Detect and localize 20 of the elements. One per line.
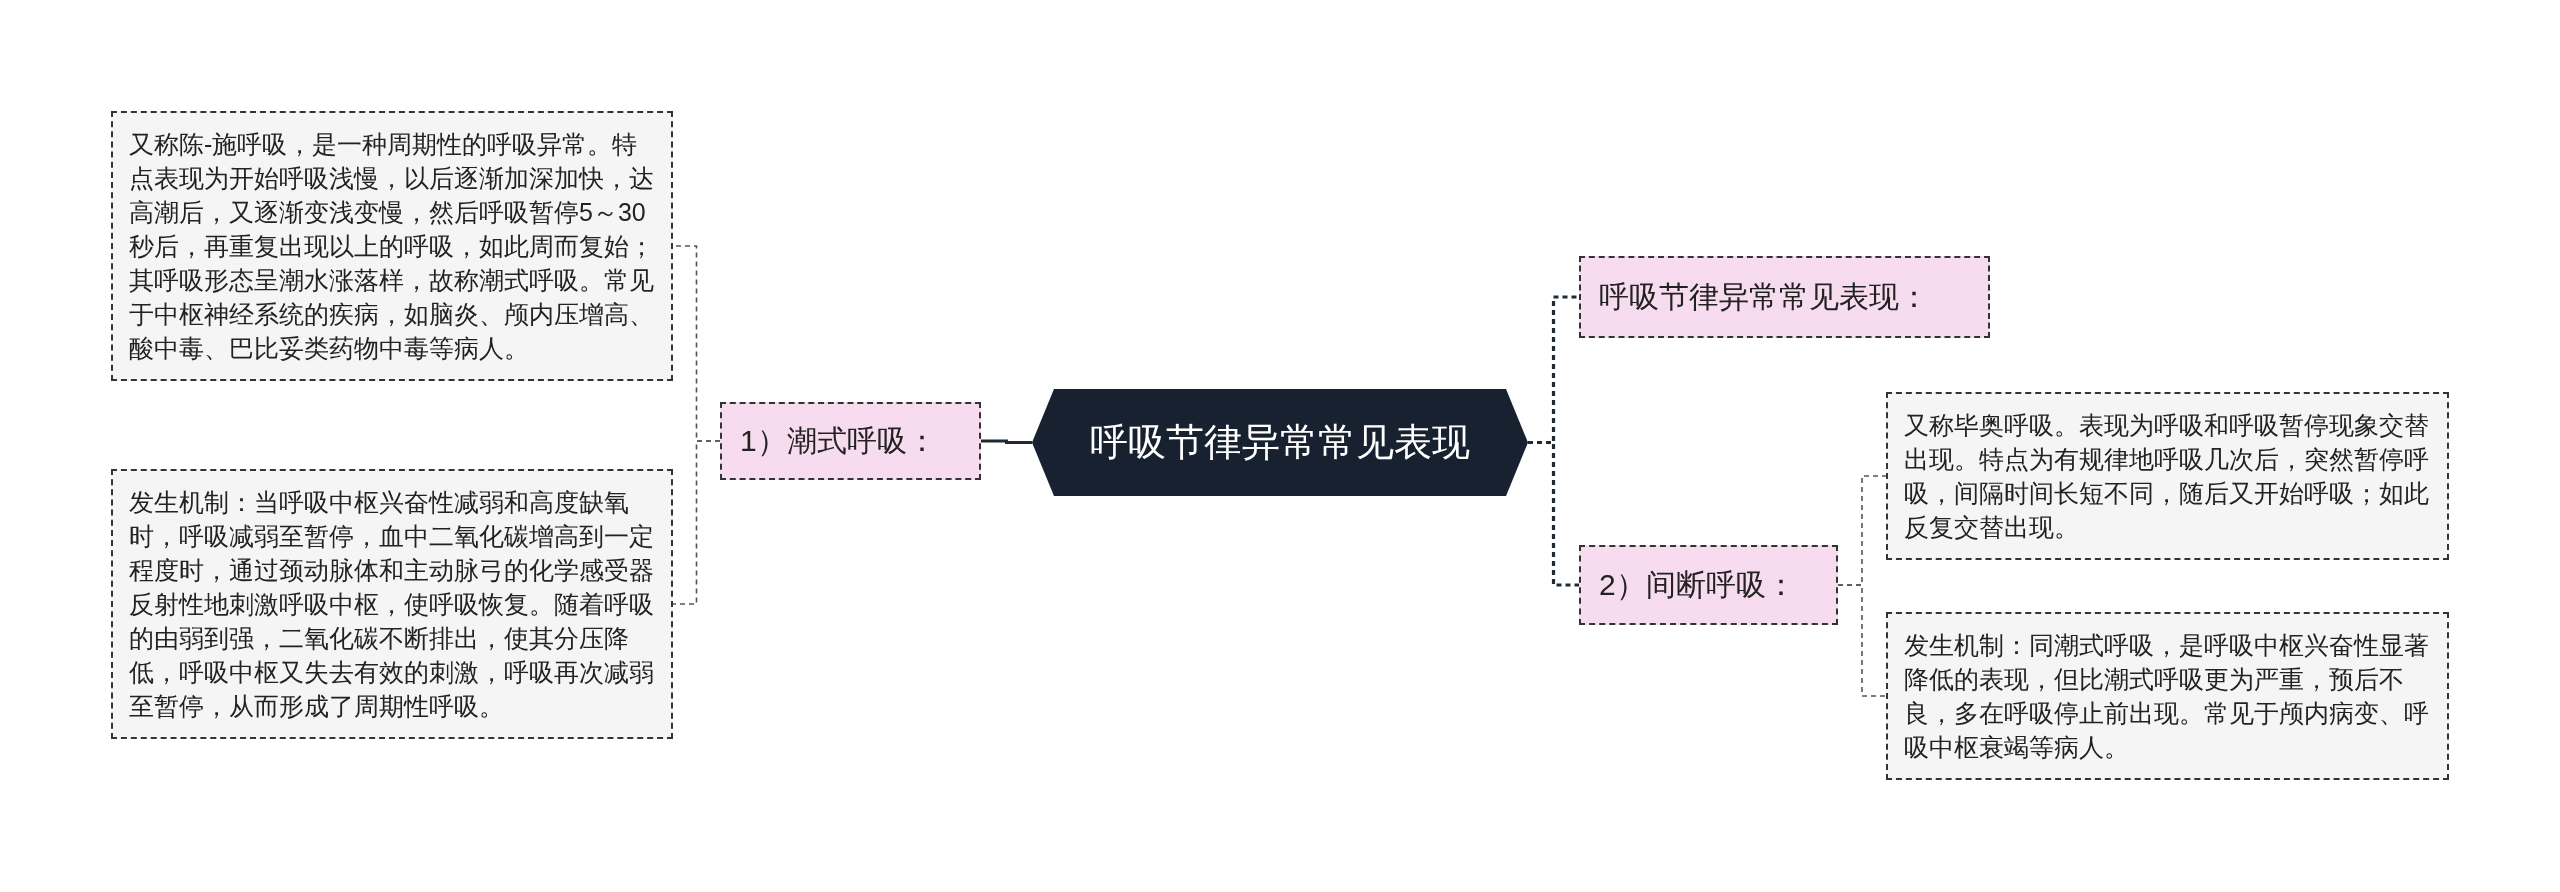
connector-line: [672, 440, 721, 605]
subtopic-box: [1579, 545, 1838, 625]
subtopic-text: 呼吸节律异常常见表现：: [1599, 278, 1929, 315]
central-topic-hexagon: [1032, 389, 1528, 496]
subtopic-text: 1）潮式呼吸：: [740, 422, 937, 459]
central-topic-text: 呼吸节律异常常见表现: [1090, 420, 1470, 465]
note-box: [111, 469, 673, 739]
subtopic-text: 2）间断呼吸：: [1599, 566, 1796, 603]
note-paragraph: 发生机制：当呼吸中枢兴奋性减弱和高度缺氧时，呼吸减弱至暂停，血中二氧化碳增高到一定程度时，通过颈动脉体和主动脉弓的化学感受器反射性地刺激呼吸中枢，使呼吸恢复。随着呼吸的由弱到强，二氧化碳不断排出，使其分压降低，呼吸中枢又失去有效的刺激，呼吸再次减弱至暂停，从而形成了周期性呼吸。: [129, 487, 655, 722]
note-box: [1886, 392, 2449, 560]
connector-line: [981, 439, 1032, 444]
note-paragraph: 又称毕奥呼吸。表现为呼吸和呼吸暂停现象交替出现。特点为有规律地呼吸几次后，突然暂停呼吸，间隔时间长短不同，随后又开始呼吸；如此反复交替出现。: [1904, 410, 2430, 543]
subtopic-box: [720, 402, 981, 480]
note-paragraph: 又称陈-施呼吸，是一种周期性的呼吸异常。特点表现为开始呼吸浅慢，以后逐渐加深加快，达高潮后，又逐渐变浅变慢，然后呼吸暂停5～30秒后，再重复出现以上的呼吸，如此周而复始；其呼吸形态呈潮水涨落样，故称潮式呼吸。常见于中枢神经系统的疾病，如脑炎、颅内压增高、酸中毒、巴比妥类药物中毒等病人。: [129, 129, 655, 364]
note-box: [1886, 612, 2449, 780]
note-paragraph: 发生机制：同潮式呼吸，是呼吸中枢兴奋性显著降低的表现，但比潮式呼吸更为严重，预后不良，多在呼吸停止前出现。常见于颅内病变、呼吸中枢衰竭等病人。: [1904, 630, 2430, 763]
note-box: [111, 111, 673, 381]
subtopic-box: [1579, 256, 1990, 338]
connector-line: [1528, 440, 1579, 587]
connector-line: [1837, 584, 1887, 697]
